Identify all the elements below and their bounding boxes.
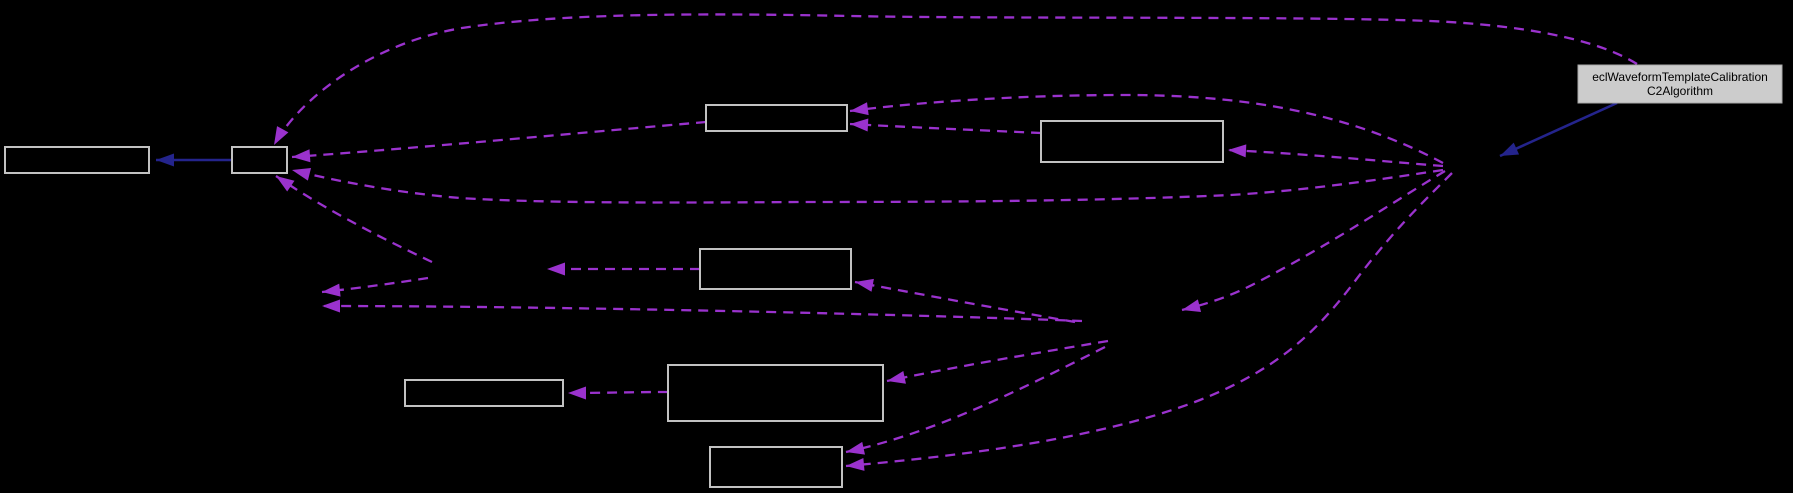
edge-main-small-top-usage-edge (272, 13, 1638, 146)
edge-p-q-usage-edge (1181, 170, 1446, 312)
edge-g1-g2-usage-edge (321, 276, 429, 297)
node-left[interactable] (4, 146, 150, 174)
edge-to-a-upper-usage-edge (849, 93, 1444, 165)
edge-to-small-long-usage-edge (291, 168, 1444, 204)
edge-q-f-usage-edge (845, 345, 1106, 455)
edge-a-small-usage-edge (291, 120, 707, 163)
edge-q-c-usage-edge (854, 278, 1076, 324)
main-node-box (1577, 64, 1783, 104)
edge-to-b-usage-edge (1227, 144, 1444, 168)
node-e[interactable] (667, 364, 884, 422)
node-b[interactable] (1040, 120, 1224, 163)
edge-p-f-usage-edge (845, 172, 1453, 471)
edge-g1-small-usage-edge (275, 175, 433, 264)
node-c[interactable] (699, 248, 852, 290)
node-a[interactable] (705, 104, 848, 132)
node-small[interactable] (231, 146, 288, 174)
edge-q-g3-usage-edge (321, 299, 1083, 323)
main-node-label-line-1: C2Algorithm (1647, 84, 1713, 98)
edge-inherit-main-base-inheritance-edge (1499, 101, 1618, 158)
edge-b-a-usage-edge (849, 118, 1042, 135)
node-d[interactable] (404, 379, 564, 407)
main-node-label-line-0: eclWaveformTemplateCalibration (1592, 70, 1768, 84)
node-f[interactable] (709, 446, 843, 488)
edge-e-d-usage-edge (567, 386, 669, 400)
